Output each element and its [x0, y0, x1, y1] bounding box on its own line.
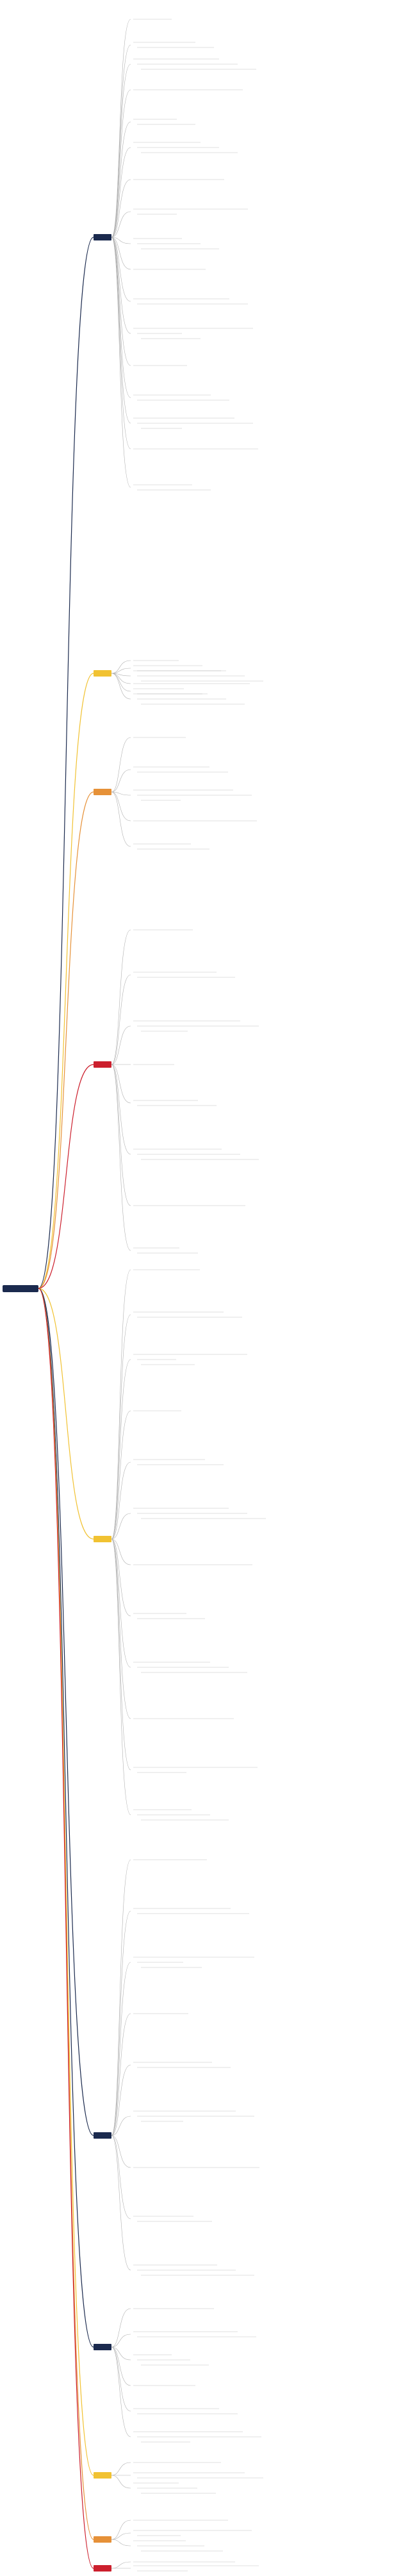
sub-link-3-3 — [111, 791, 131, 796]
sub-link-5-4 — [111, 1410, 131, 1540]
branch-node-10 — [94, 2565, 111, 2572]
sub-link-2-2 — [111, 668, 131, 674]
sub-link-1-7 — [111, 179, 131, 238]
sub-link-9-2 — [111, 2532, 131, 2540]
sub-link-4-3 — [111, 1025, 131, 1065]
branch-node-2 — [94, 670, 111, 677]
sub-link-1-6 — [111, 147, 131, 238]
sub-link-6-7 — [111, 2135, 131, 2168]
sub-link-7-2 — [111, 2334, 131, 2348]
sub-link-5-10 — [111, 1538, 131, 1719]
sub-link-5-1 — [111, 1269, 131, 1540]
sub-link-4-8 — [111, 1064, 131, 1251]
branch-node-5 — [94, 1536, 111, 1542]
branch-link-10 — [38, 1288, 94, 2569]
branch-node-9 — [94, 2536, 111, 2543]
sub-link-4-5 — [111, 1064, 131, 1104]
sub-link-1-17 — [111, 237, 131, 488]
sub-link-6-1 — [111, 1859, 131, 2136]
branch-link-2 — [38, 673, 94, 1289]
branch-link-3 — [38, 791, 94, 1289]
branch-link-8 — [38, 1288, 94, 2476]
sub-link-9-1 — [111, 2520, 131, 2540]
sub-link-1-5 — [111, 121, 131, 238]
sub-link-1-10 — [111, 237, 131, 270]
sub-link-6-6 — [111, 2116, 131, 2136]
branch-node-8 — [94, 2472, 111, 2479]
sub-link-7-1 — [111, 2308, 131, 2348]
sub-link-1-8 — [111, 211, 131, 238]
branch-link-1 — [38, 237, 94, 1289]
sub-link-1-16 — [111, 237, 131, 450]
sub-link-6-8 — [111, 2135, 131, 2219]
sub-link-1-2 — [111, 44, 131, 238]
sub-link-1-9 — [111, 237, 131, 244]
sub-link-6-9 — [111, 2135, 131, 2271]
sub-link-6-5 — [111, 2064, 131, 2136]
sub-link-5-8 — [111, 1538, 131, 1617]
sub-link-6-3 — [111, 1962, 131, 2136]
sub-link-2-6 — [111, 673, 131, 700]
branch-link-7 — [38, 1288, 94, 2348]
sub-link-5-3 — [111, 1359, 131, 1540]
sub-link-4-6 — [111, 1064, 131, 1155]
branch-link-4 — [38, 1064, 94, 1289]
sub-link-1-1 — [111, 19, 131, 238]
sub-link-1-4 — [111, 89, 131, 238]
sub-link-3-1 — [111, 737, 131, 793]
root-node — [3, 1285, 38, 1292]
sub-link-1-14 — [111, 237, 131, 398]
sub-link-6-2 — [111, 1910, 131, 2136]
sub-link-5-6 — [111, 1513, 131, 1540]
sub-link-4-2 — [111, 974, 131, 1065]
sub-link-1-12 — [111, 237, 131, 334]
sub-link-1-3 — [111, 63, 131, 238]
sub-link-5-9 — [111, 1538, 131, 1668]
sub-link-3-4 — [111, 791, 131, 821]
sub-link-4-7 — [111, 1064, 131, 1206]
sub-link-1-13 — [111, 237, 131, 366]
branch-node-3 — [94, 789, 111, 795]
sub-link-3-2 — [111, 769, 131, 793]
sub-link-8-3 — [111, 2475, 131, 2489]
sub-link-1-11 — [111, 237, 131, 302]
sub-link-6-4 — [111, 2013, 131, 2136]
sub-link-5-7 — [111, 1538, 131, 1565]
sub-link-5-5 — [111, 1461, 131, 1540]
sub-link-2-5 — [111, 673, 131, 692]
sub-link-8-1 — [111, 2462, 131, 2476]
sub-link-5-11 — [111, 1538, 131, 1771]
sub-link-5-12 — [111, 1538, 131, 1815]
sub-link-4-1 — [111, 929, 131, 1065]
branch-link-5 — [38, 1288, 94, 1540]
branch-node-4 — [94, 1061, 111, 1068]
branch-node-7 — [94, 2344, 111, 2350]
sub-link-7-4 — [111, 2346, 131, 2386]
sub-link-5-2 — [111, 1314, 131, 1540]
sub-link-3-5 — [111, 791, 131, 847]
sub-link-7-3 — [111, 2346, 131, 2361]
sub-link-2-1 — [111, 660, 131, 674]
branch-node-1 — [94, 234, 111, 240]
branch-link-6 — [38, 1288, 94, 2136]
sub-link-7-6 — [111, 2346, 131, 2437]
branch-node-6 — [94, 2132, 111, 2139]
sub-link-7-5 — [111, 2346, 131, 2412]
sub-link-10-1 — [111, 2561, 131, 2569]
sub-link-9-3 — [111, 2539, 131, 2547]
